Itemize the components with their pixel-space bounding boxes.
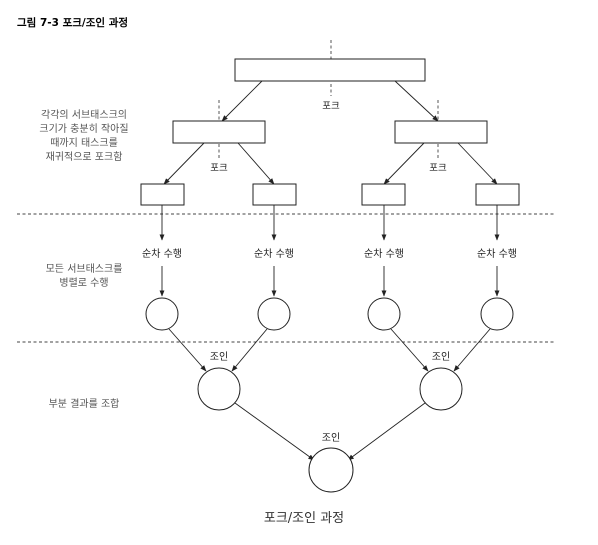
side-text-parallel: 모든 서브태스크를 병렬로 수행	[46, 263, 123, 289]
join-arrow	[234, 402, 315, 461]
task-box-root	[234, 58, 426, 82]
sequential-label: 순차 수행	[142, 248, 182, 260]
join-arrow	[347, 402, 426, 461]
side-text-line: 재귀적으로 포크함	[46, 151, 123, 163]
side-text-line: 부분 결과를 조합	[49, 398, 120, 410]
result-circle	[367, 297, 401, 331]
figure-caption: 포크/조인 과정	[264, 511, 344, 526]
fork-arrow	[394, 80, 439, 122]
side-text-line: 모든 서브태스크를	[46, 263, 123, 275]
join-label: 조인	[210, 351, 228, 363]
subtask-box	[361, 183, 406, 206]
fork-arrow	[237, 142, 275, 185]
sequential-label: 순차 수행	[254, 248, 294, 260]
fork-arrow	[221, 80, 263, 122]
fork-label: 포크	[322, 101, 340, 112]
task-box-right	[394, 120, 488, 144]
subtask-box	[475, 183, 520, 206]
join-arrow	[390, 328, 429, 372]
side-text-combine: 부분 결과를 조합	[49, 398, 120, 410]
fork-label: 포크	[429, 163, 447, 174]
task-box-left	[172, 120, 266, 144]
side-text-fork: 각각의 서브태스크의 크기가 충분히 작아질 때까지 태스크를 재귀적으로 포크…	[39, 109, 128, 163]
subtask-box	[140, 183, 185, 206]
join-label: 조인	[432, 351, 450, 363]
fork-arrow	[383, 142, 425, 185]
sequential-label: 순차 수행	[364, 248, 404, 260]
final-result-circle	[308, 447, 354, 493]
side-text-line: 때까지 태스크를	[50, 137, 118, 149]
result-circle	[480, 297, 514, 331]
result-circle	[257, 297, 291, 331]
side-text-line: 병렬로 수행	[59, 276, 108, 289]
join-circle	[419, 367, 463, 411]
fork-label: 포크	[210, 163, 228, 174]
fork-arrow	[457, 142, 498, 185]
join-arrow	[453, 328, 491, 372]
side-text-line: 각각의 서브태스크의	[41, 109, 127, 121]
side-text-line: 크기가 충분히 작아질	[39, 123, 128, 135]
sequential-label: 순차 수행	[477, 248, 517, 260]
join-label: 조인	[322, 432, 340, 444]
join-arrow	[231, 328, 268, 372]
subtask-box	[252, 183, 297, 206]
result-circle	[145, 297, 179, 331]
fork-arrow	[163, 142, 205, 185]
figure-title: 그림 7-3 포크/조인 과정	[17, 16, 128, 29]
join-arrow	[168, 328, 207, 372]
join-circle	[197, 367, 241, 411]
